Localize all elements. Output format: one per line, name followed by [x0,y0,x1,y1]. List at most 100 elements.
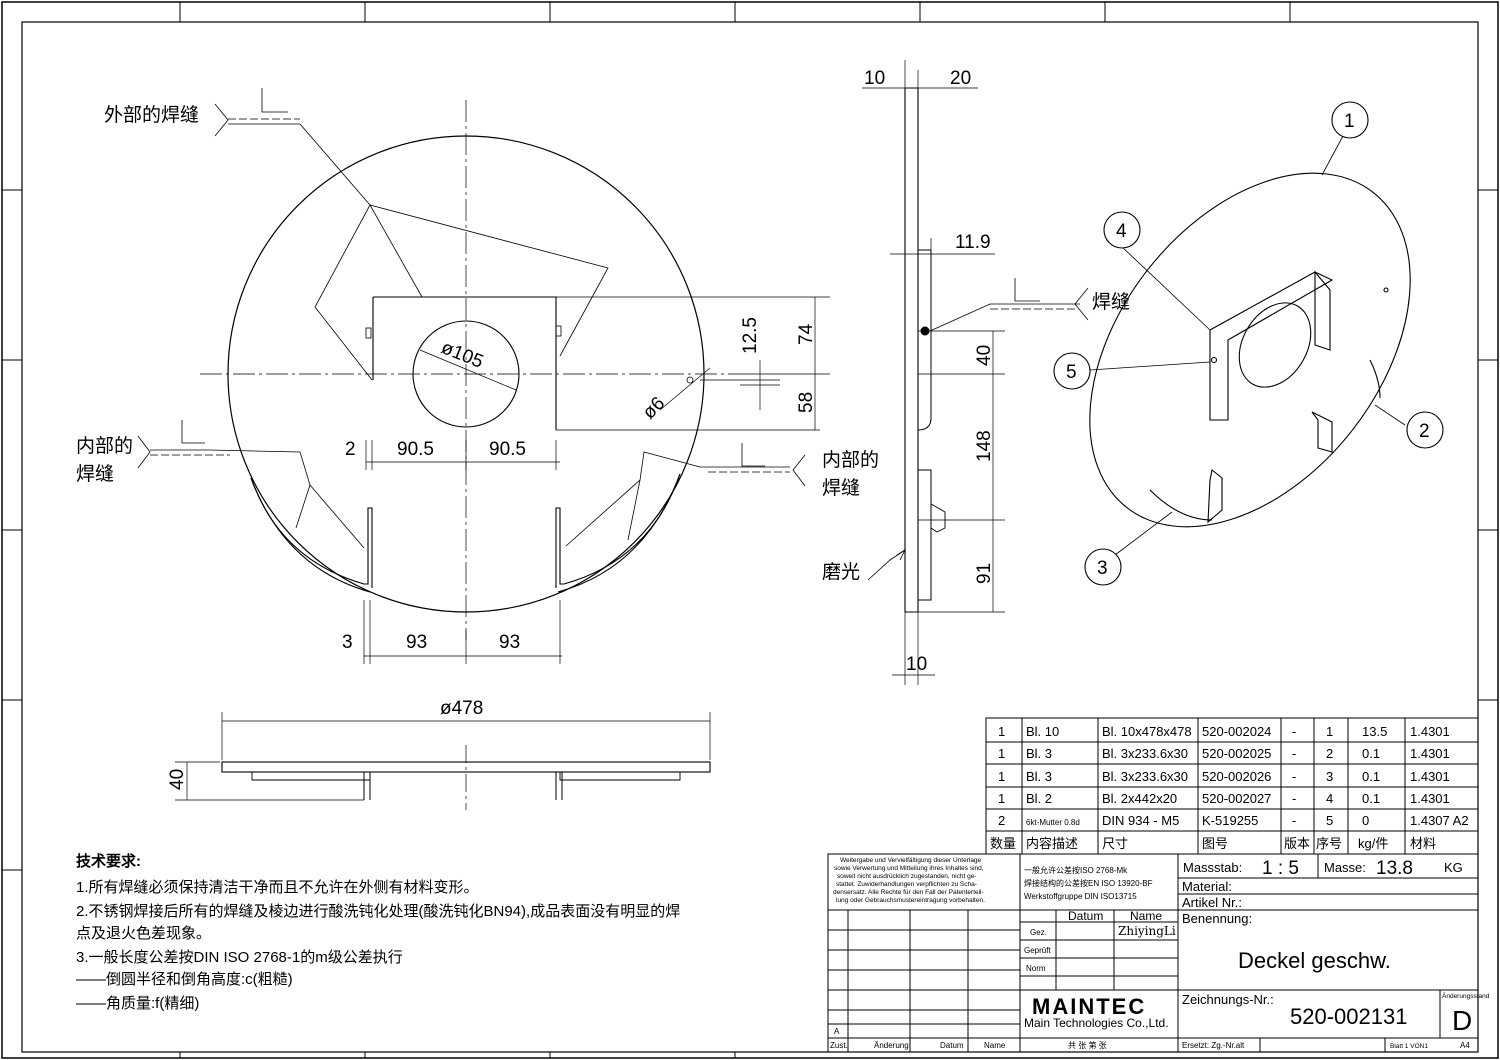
dim-front-40: 40 [167,769,188,790]
bom-header-desc: 内容描述 [1026,836,1078,851]
label-inner-weld-right-1: 内部的 [822,449,879,471]
label-weld: 焊缝 [1092,291,1130,313]
balloon-label-5: 5 [1066,362,1077,383]
dim-side-10-bottom: 10 [906,654,927,675]
revision-value: D [1452,1005,1472,1036]
masse-unit: KG [1444,860,1463,875]
label-outer-weld: 外部的焊缝 [104,104,199,126]
balloon-leaders [1089,135,1406,556]
dim-74: 74 [796,323,817,345]
artikel-label: Artikel Nr.: [1182,895,1242,910]
bom-grid [985,717,1479,855]
footer-datum: Datum [940,1041,964,1050]
tolerance-line-2: 焊接结构的公差按EN ISO 13920-BF [1024,878,1153,888]
notes-title: 技术要求: [76,852,141,870]
revision-label: Änderungsstand [1442,992,1490,1000]
balloon-3 [1084,548,1122,586]
gez-name: ZhiyingLi [1118,924,1176,938]
bom-header-size: 尺寸 [1102,836,1128,851]
dim-side-11-9: 11.9 [955,232,991,253]
bom-cell-kg: 13.5 [1362,724,1387,739]
bom-cell-size: DIN 934 - M5 [1102,813,1179,828]
row-a-mark: A [834,1027,840,1036]
footer-blatt: Blatt 1 VON1 [1390,1043,1428,1050]
bom-cell-size: Bl. 3x233.6x30 [1102,746,1188,761]
footer-name: Name [984,1041,1006,1050]
bom-cell-version: - [1292,813,1296,828]
dim-side-91: 91 [974,563,995,584]
tolerance-line-3: Werkstoffgruppe DIN ISO13715 [1024,892,1137,901]
bom-cell-desc: Bl. 2 [1026,791,1052,806]
bom-cell-material: 1.4301 [1410,791,1450,806]
note-1: 1.所有焊缝必须保持清洁干净而且不允许在外侧有材料变形。 [76,879,479,896]
copyright-line-6: lung oder Gebrauchsmustereintragung vorb… [836,897,985,904]
bom-cell-version: - [1292,791,1296,806]
front-view [200,100,820,640]
dim-12-5: 12.5 [740,317,761,354]
bom-cell-kg: 0.1 [1362,769,1380,784]
balloon-5 [1053,352,1091,390]
copyright-line-5: densersatz. Alle Rechte für den Fall der… [833,889,984,896]
note-2: 2.不锈钢焊接后所有的焊缝及棱边进行酸洗钝化处理(酸洗钝化BN94),成品表面没… [76,903,680,920]
isometric-view [1089,172,1411,528]
dim-58: 58 [796,392,817,413]
bom-header: 数量 内容描述 尺寸 图号 版本 序号 kg/件 材料 [990,836,1436,851]
benennung-label: Benennung: [1182,911,1252,926]
bom-cell-pos: 3 [1326,769,1333,784]
balloon-label-2: 2 [1419,421,1430,442]
copyright-line-3: soweit nicht ausdrücklich zugestanden, n… [837,873,976,880]
bom-cell-material: 1.4301 [1410,746,1450,761]
bom-header-version: 版本 [1284,836,1310,851]
bom-cell-size: Bl. 10x478x478 [1102,724,1192,739]
masse-label: Masse: [1324,860,1366,875]
bom-cell-pos: 1 [1326,724,1333,739]
dim-side-10-top: 10 [864,68,885,89]
note-5: ——角质量:f(精细) [76,995,199,1012]
dim-d6: ø6 [639,393,670,424]
bom-header-qty: 数量 [990,836,1016,851]
bom-cell-material: 1.4301 [1410,769,1450,784]
company-logo: MAINTEC [1032,994,1146,1019]
bom-cell-kg: 0 [1362,813,1369,828]
dim-side-148: 148 [974,430,995,462]
section-view [175,712,711,810]
massstab-value: 1 : 5 [1262,858,1299,879]
dim-93-left: 93 [406,632,427,653]
name-header: Name [1130,909,1162,923]
footer-sheets: 共 张 第 张 [1068,1040,1107,1050]
bom-cell-desc: Bl. 3 [1026,746,1052,761]
dim-3: 3 [342,632,353,653]
balloon-label-4: 4 [1116,221,1127,242]
norm-label: Norm [1026,964,1046,973]
dim-90-5-left: 90.5 [397,439,434,460]
bom-header-material: 材料 [1410,836,1436,851]
bom-cell-size: Bl. 2x442x20 [1102,791,1177,806]
copyright-line-4: stattet. Zuwiderhandlungen verpflichten … [836,881,977,888]
dim-d478: ø478 [440,698,483,719]
dim-93-right: 93 [499,632,520,653]
label-inner-weld-left-1: 内部的 [76,435,133,457]
zeichnungs-value: 520-002131 [1290,1004,1407,1029]
massstab-label: Massstab: [1183,860,1242,875]
footer-format: A4 [1460,1041,1470,1050]
note-2-continued: 点及退火色差现象。 [76,925,211,942]
footer-aenderung: Änderung [874,1041,909,1050]
label-polish: 磨光 [822,561,860,583]
label-inner-weld-left-2: 焊缝 [76,463,114,485]
bom-cell-drawing: 520-002027 [1202,791,1271,806]
material-label: Material: [1182,879,1232,894]
zeichnungs-label: Zeichnungs-Nr.: [1182,992,1274,1007]
bom-cell-pos: 5 [1326,813,1333,828]
bom-cell-qty: 1 [998,769,1005,784]
bom-cell-qty: 1 [998,746,1005,761]
bom-cell-kg: 0.1 [1362,791,1380,806]
bom-cell-desc: Bl. 3 [1026,769,1052,784]
bom-cell-version: - [1292,769,1296,784]
bom-header-kg: kg/件 [1358,836,1388,851]
bom-cell-pos: 4 [1326,791,1333,806]
balloons [1053,101,1444,586]
bom-header-drawing: 图号 [1202,836,1228,851]
bom-cell-drawing: 520-002026 [1202,769,1271,784]
bom-cell-material: 1.4301 [1410,724,1450,739]
